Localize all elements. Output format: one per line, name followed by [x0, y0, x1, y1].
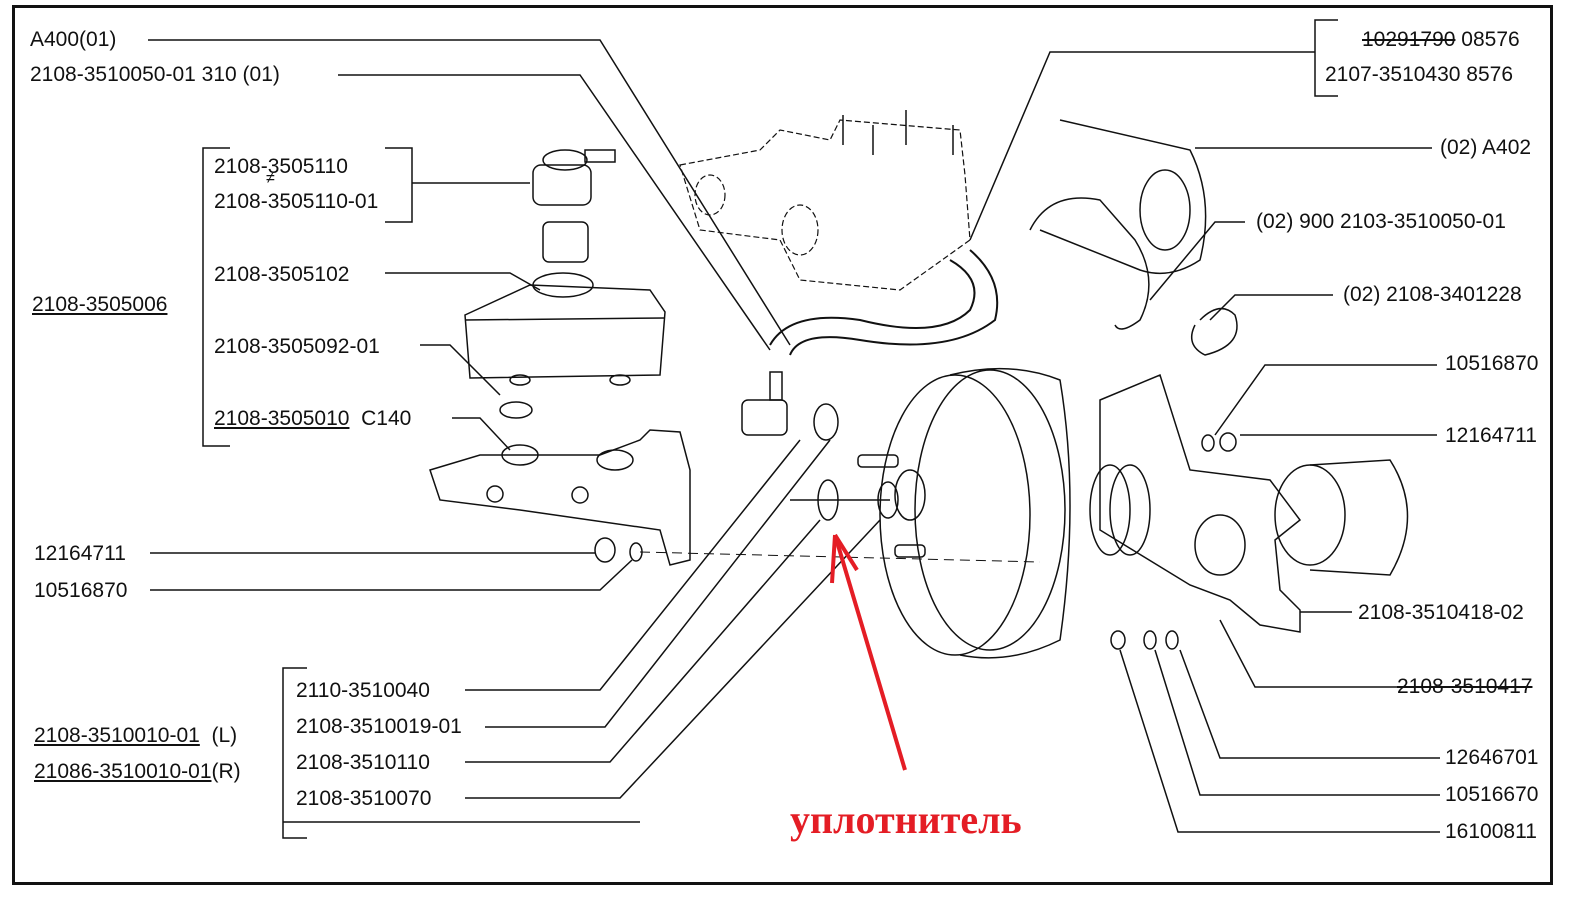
check-valve-fitting-part [741, 371, 839, 441]
label-grommet: 2108-3505092-01 [214, 335, 380, 358]
leader-hose2 [1149, 221, 1245, 301]
label-p2: 2108-3510019-01 [296, 715, 462, 738]
leader-p3 [465, 519, 821, 763]
label-reservoir-group: 2108-3505006 [32, 293, 168, 316]
label-p4: 2108-3510070 [296, 787, 432, 810]
label-cap1: 2108-3505110 [214, 155, 348, 178]
label-washer-left: 10516870 [34, 579, 128, 602]
leader-hose [338, 74, 771, 351]
label-booster-r: 21086-3510010-01(R) [34, 760, 241, 784]
label-bracket2: 2108-3510417 [1397, 675, 1533, 698]
master-cylinder-part-number: 2108-3505010 [214, 407, 350, 430]
leader-grommet [420, 344, 501, 396]
label-hose2: (02) 900 2103-3510050-01 [1256, 210, 1506, 233]
valve1-suffix: 08576 [1461, 28, 1520, 51]
label-washer-right: 10516870 [1445, 352, 1539, 375]
leader-mc [452, 417, 511, 451]
hose-clamp-part [1190, 307, 1238, 356]
leader-washer-left [150, 559, 633, 591]
mounting-bracket-part [1099, 373, 1409, 633]
leader-washer-r [1214, 364, 1437, 436]
label-w3: 16100811 [1445, 820, 1537, 843]
label-a400: A400(01) [30, 28, 117, 51]
leader-p1 [465, 439, 801, 691]
diagram-frame [12, 5, 1553, 885]
master-cylinder-suffix: C140 [361, 407, 412, 430]
not-equal-mark: ≠ [266, 170, 275, 187]
label-a402: (02) A402 [1440, 136, 1532, 159]
master-cylinder-part [429, 429, 691, 566]
bracket-reservoir [202, 147, 230, 447]
leader-clamp [1209, 294, 1333, 321]
label-w1: 12646701 [1445, 746, 1539, 769]
label-nut-left: 12164711 [34, 542, 126, 565]
label-valve2: 2107-3510430 8576 [1325, 63, 1514, 86]
label-p3: 2108-3510110 [296, 751, 430, 774]
leader-neck [385, 272, 541, 291]
leader-p2 [485, 439, 831, 728]
label-cap2: 2108-3505110-01 [214, 190, 379, 213]
vacuum-hose-part [769, 249, 999, 356]
leader-w3 [1119, 649, 1440, 833]
reservoir-cap-part [532, 149, 616, 263]
booster-l-suffix: (L) [211, 724, 238, 747]
seal-annotation: уплотнитель [790, 797, 1022, 842]
leader-valve [969, 51, 1315, 241]
seal-rod-part [790, 454, 926, 558]
leader-w1 [1179, 649, 1440, 759]
booster-l-part-number: 2108-3510010-01 [34, 724, 200, 747]
label-nut-right: 12164711 [1445, 424, 1537, 447]
label-neck: 2108-3505102 [214, 263, 350, 286]
label-master-cylinder: 2108-3505010 C140 [214, 407, 411, 431]
valve1-part-number: 10291790 [1362, 28, 1456, 51]
label-p1: 2110-3510040 [296, 679, 430, 702]
leader-p4 [465, 519, 881, 799]
air-filter-part [1029, 119, 1207, 330]
booster-r-suffix: (R) [211, 760, 241, 783]
reservoir-part [464, 272, 666, 419]
bracket-valve [1314, 19, 1338, 97]
vacuum-booster-part [879, 367, 1151, 659]
label-w2: 10516670 [1445, 783, 1539, 806]
annotation-arrow [830, 533, 907, 771]
label-bracket: 2108-3510418-02 [1358, 601, 1524, 624]
label-hose: 2108-3510050-01 310 (01) [30, 63, 280, 86]
intake-manifold-part [679, 119, 971, 291]
label-clamp: (02) 2108-3401228 [1343, 283, 1522, 306]
label-valve1: 10291790 08576 [1362, 28, 1520, 52]
leader-w2 [1154, 649, 1440, 796]
bracket-booster [282, 667, 307, 839]
manifold-studs [842, 110, 954, 155]
leader-a400 [148, 39, 791, 346]
booster-r-part-number: 21086-3510010-01 [34, 760, 212, 783]
hardware-right [1110, 432, 1237, 650]
bracket-cap [385, 147, 413, 223]
leader-bracket2 [1219, 619, 1398, 688]
label-booster-l: 2108-3510010-01 (L) [34, 724, 237, 748]
